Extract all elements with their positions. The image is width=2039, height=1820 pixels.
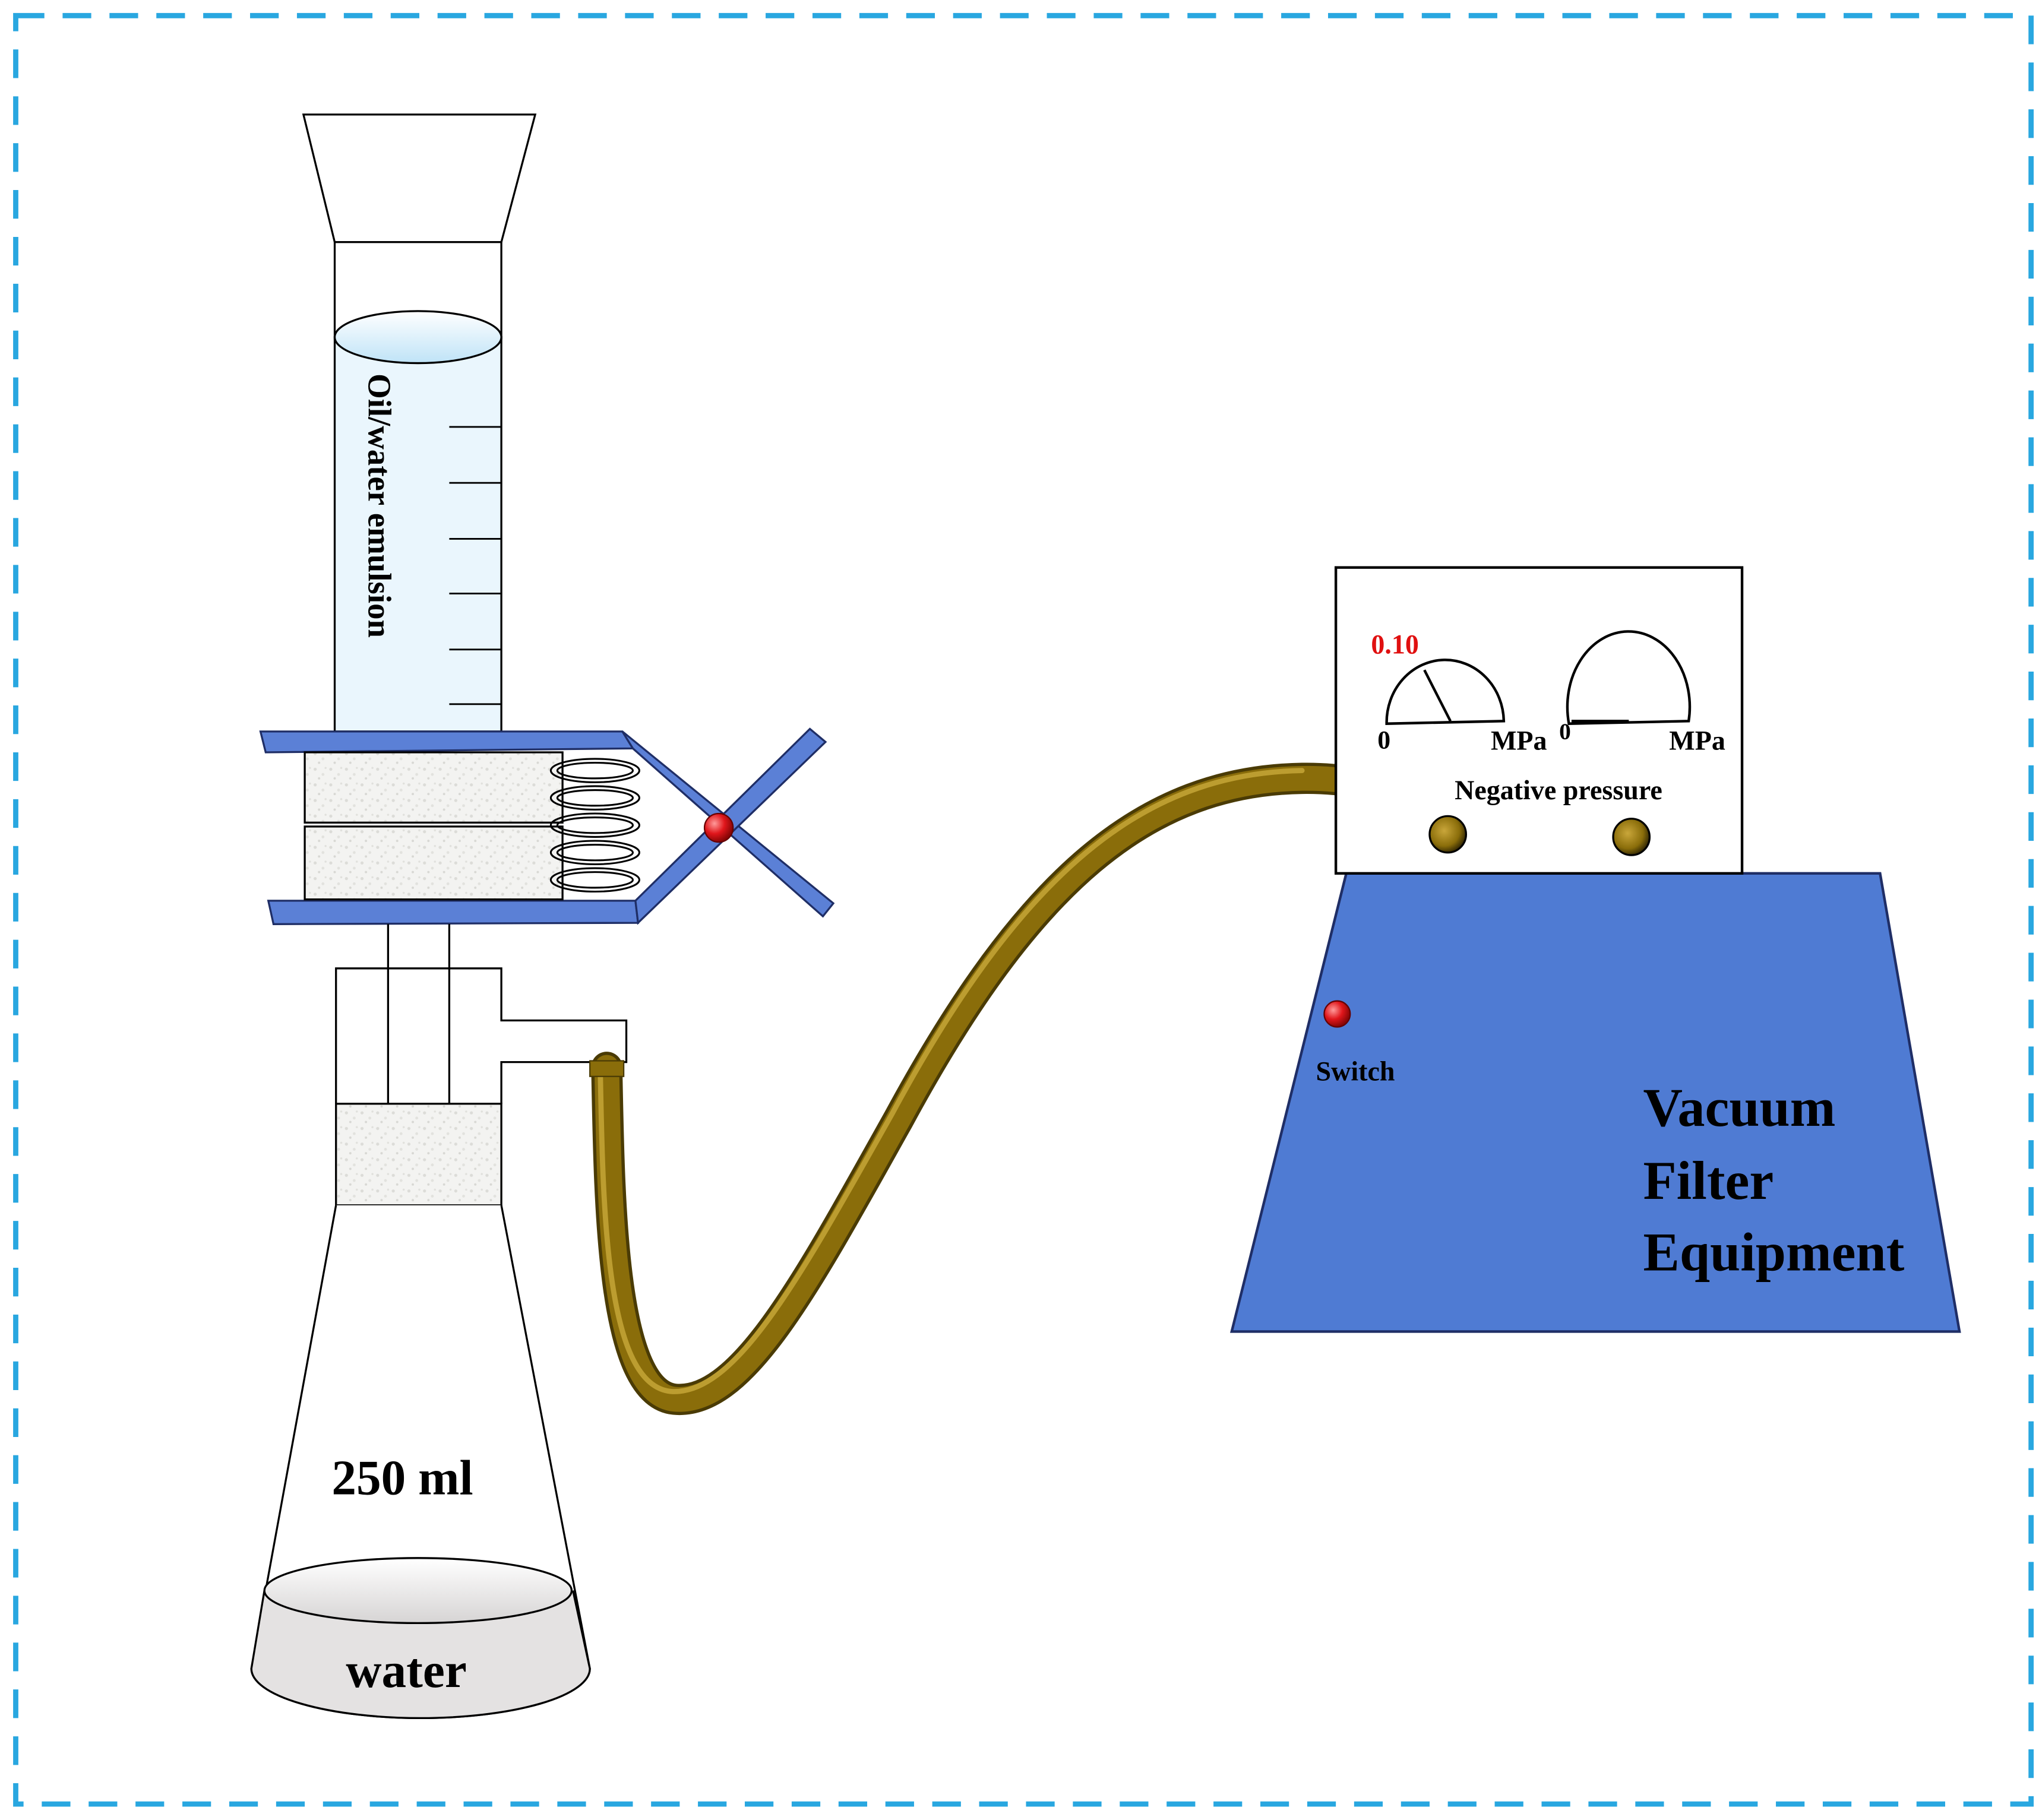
filter-membrane-upper [304,751,564,824]
gauge-left-needle [1423,669,1452,722]
flask-neck-with-sidearm [335,967,628,1104]
equipment-name-line2: Filter [1643,1150,1774,1211]
equipment-name-line3: Equipment [1643,1221,1904,1282]
equipment-name-line1: Vacuum [1643,1077,1835,1138]
gauge-left-zero: 0 [1377,726,1390,754]
hose-inlet [589,1060,625,1077]
switch-label: Switch [1316,1056,1395,1086]
pressure-gauge-icon [1566,630,1692,725]
flask-bottom-outline [250,1590,591,1720]
gauge-right-dial [1566,630,1692,725]
flask-volume-label: 250 ml [331,1451,473,1505]
funnel [302,113,537,243]
water-surface [263,1557,573,1625]
gauge-left-reading: 0.10 [1371,629,1419,659]
liquid-surface [333,310,502,365]
pressure-gauge-icon [1385,659,1506,725]
filter-stem [387,924,451,1104]
gauge-left-dial [1385,659,1506,725]
water-body [251,1590,590,1718]
cylinder-label: Oil/water emulsion [362,374,398,638]
vacuum-hose-highlight [598,768,1305,1394]
vacuum-port-icon[interactable] [1428,815,1467,854]
graduation-marks [449,426,502,705]
dashed-frame [13,12,2034,1807]
vacuum-port-icon[interactable] [1612,818,1651,856]
flask-water-label: water [346,1644,466,1698]
flask-stopper [335,1103,502,1207]
cylinder-liquid [333,336,502,733]
clamp-screw-icon[interactable] [703,812,734,843]
clamp-spring [549,758,640,893]
panel-title: Negative pressure [1455,775,1662,805]
gauge-left-unit: MPa [1491,726,1547,756]
gauge-right-unit: MPa [1669,726,1725,756]
filter-membrane-lower [304,825,564,901]
clamp-bottom-plate [267,900,640,925]
gauge-right-zero: 0 [1559,718,1571,745]
switch-light-icon[interactable] [1323,1000,1351,1028]
clamp-top-plate [259,730,635,754]
vacuum-hose [594,765,1461,1412]
